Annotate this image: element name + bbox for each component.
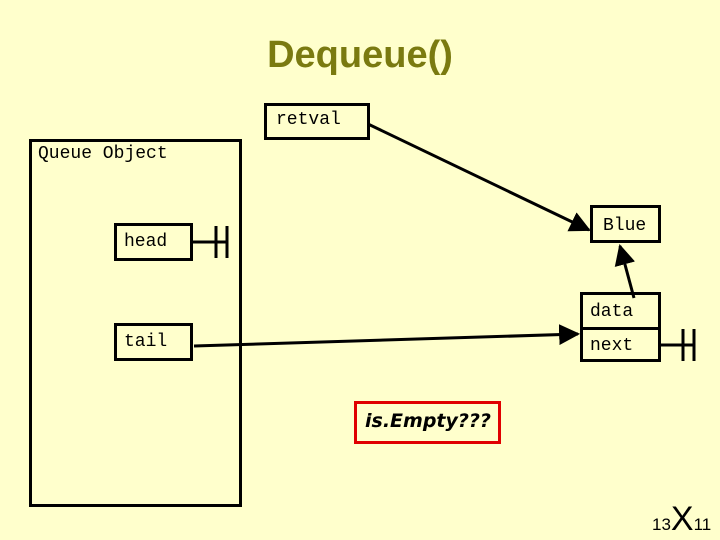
node-data-label: data xyxy=(590,302,634,322)
retval-box: retval xyxy=(264,103,370,140)
is-empty-text: is.Empty??? xyxy=(365,410,491,432)
data-arrow xyxy=(614,243,636,299)
retval-arrow xyxy=(367,122,591,232)
head-box: head xyxy=(114,223,193,261)
node-value: Blue xyxy=(603,216,647,236)
head-null-marker xyxy=(193,226,229,258)
slide-number-middle: X xyxy=(670,500,694,538)
node-value-box: Blue xyxy=(590,205,661,243)
tail-arrow xyxy=(193,324,581,348)
node-next-label: next xyxy=(590,336,634,356)
slide-number: 13X11 xyxy=(652,500,711,539)
retval-label: retval xyxy=(276,110,341,130)
slide-title: Dequeue() xyxy=(267,34,453,76)
head-label: head xyxy=(124,232,168,252)
tail-label: tail xyxy=(124,332,168,352)
slide-number-left: 13 xyxy=(652,515,671,534)
queue-object-box xyxy=(29,139,242,507)
slide-number-right: 11 xyxy=(693,515,712,534)
is-empty-box: is.Empty??? xyxy=(354,401,501,444)
queue-object-label: Queue Object xyxy=(38,144,168,164)
tail-box: tail xyxy=(114,323,193,361)
node-divider xyxy=(583,327,658,330)
node-box: data next xyxy=(580,292,661,362)
next-null-marker xyxy=(661,329,696,361)
